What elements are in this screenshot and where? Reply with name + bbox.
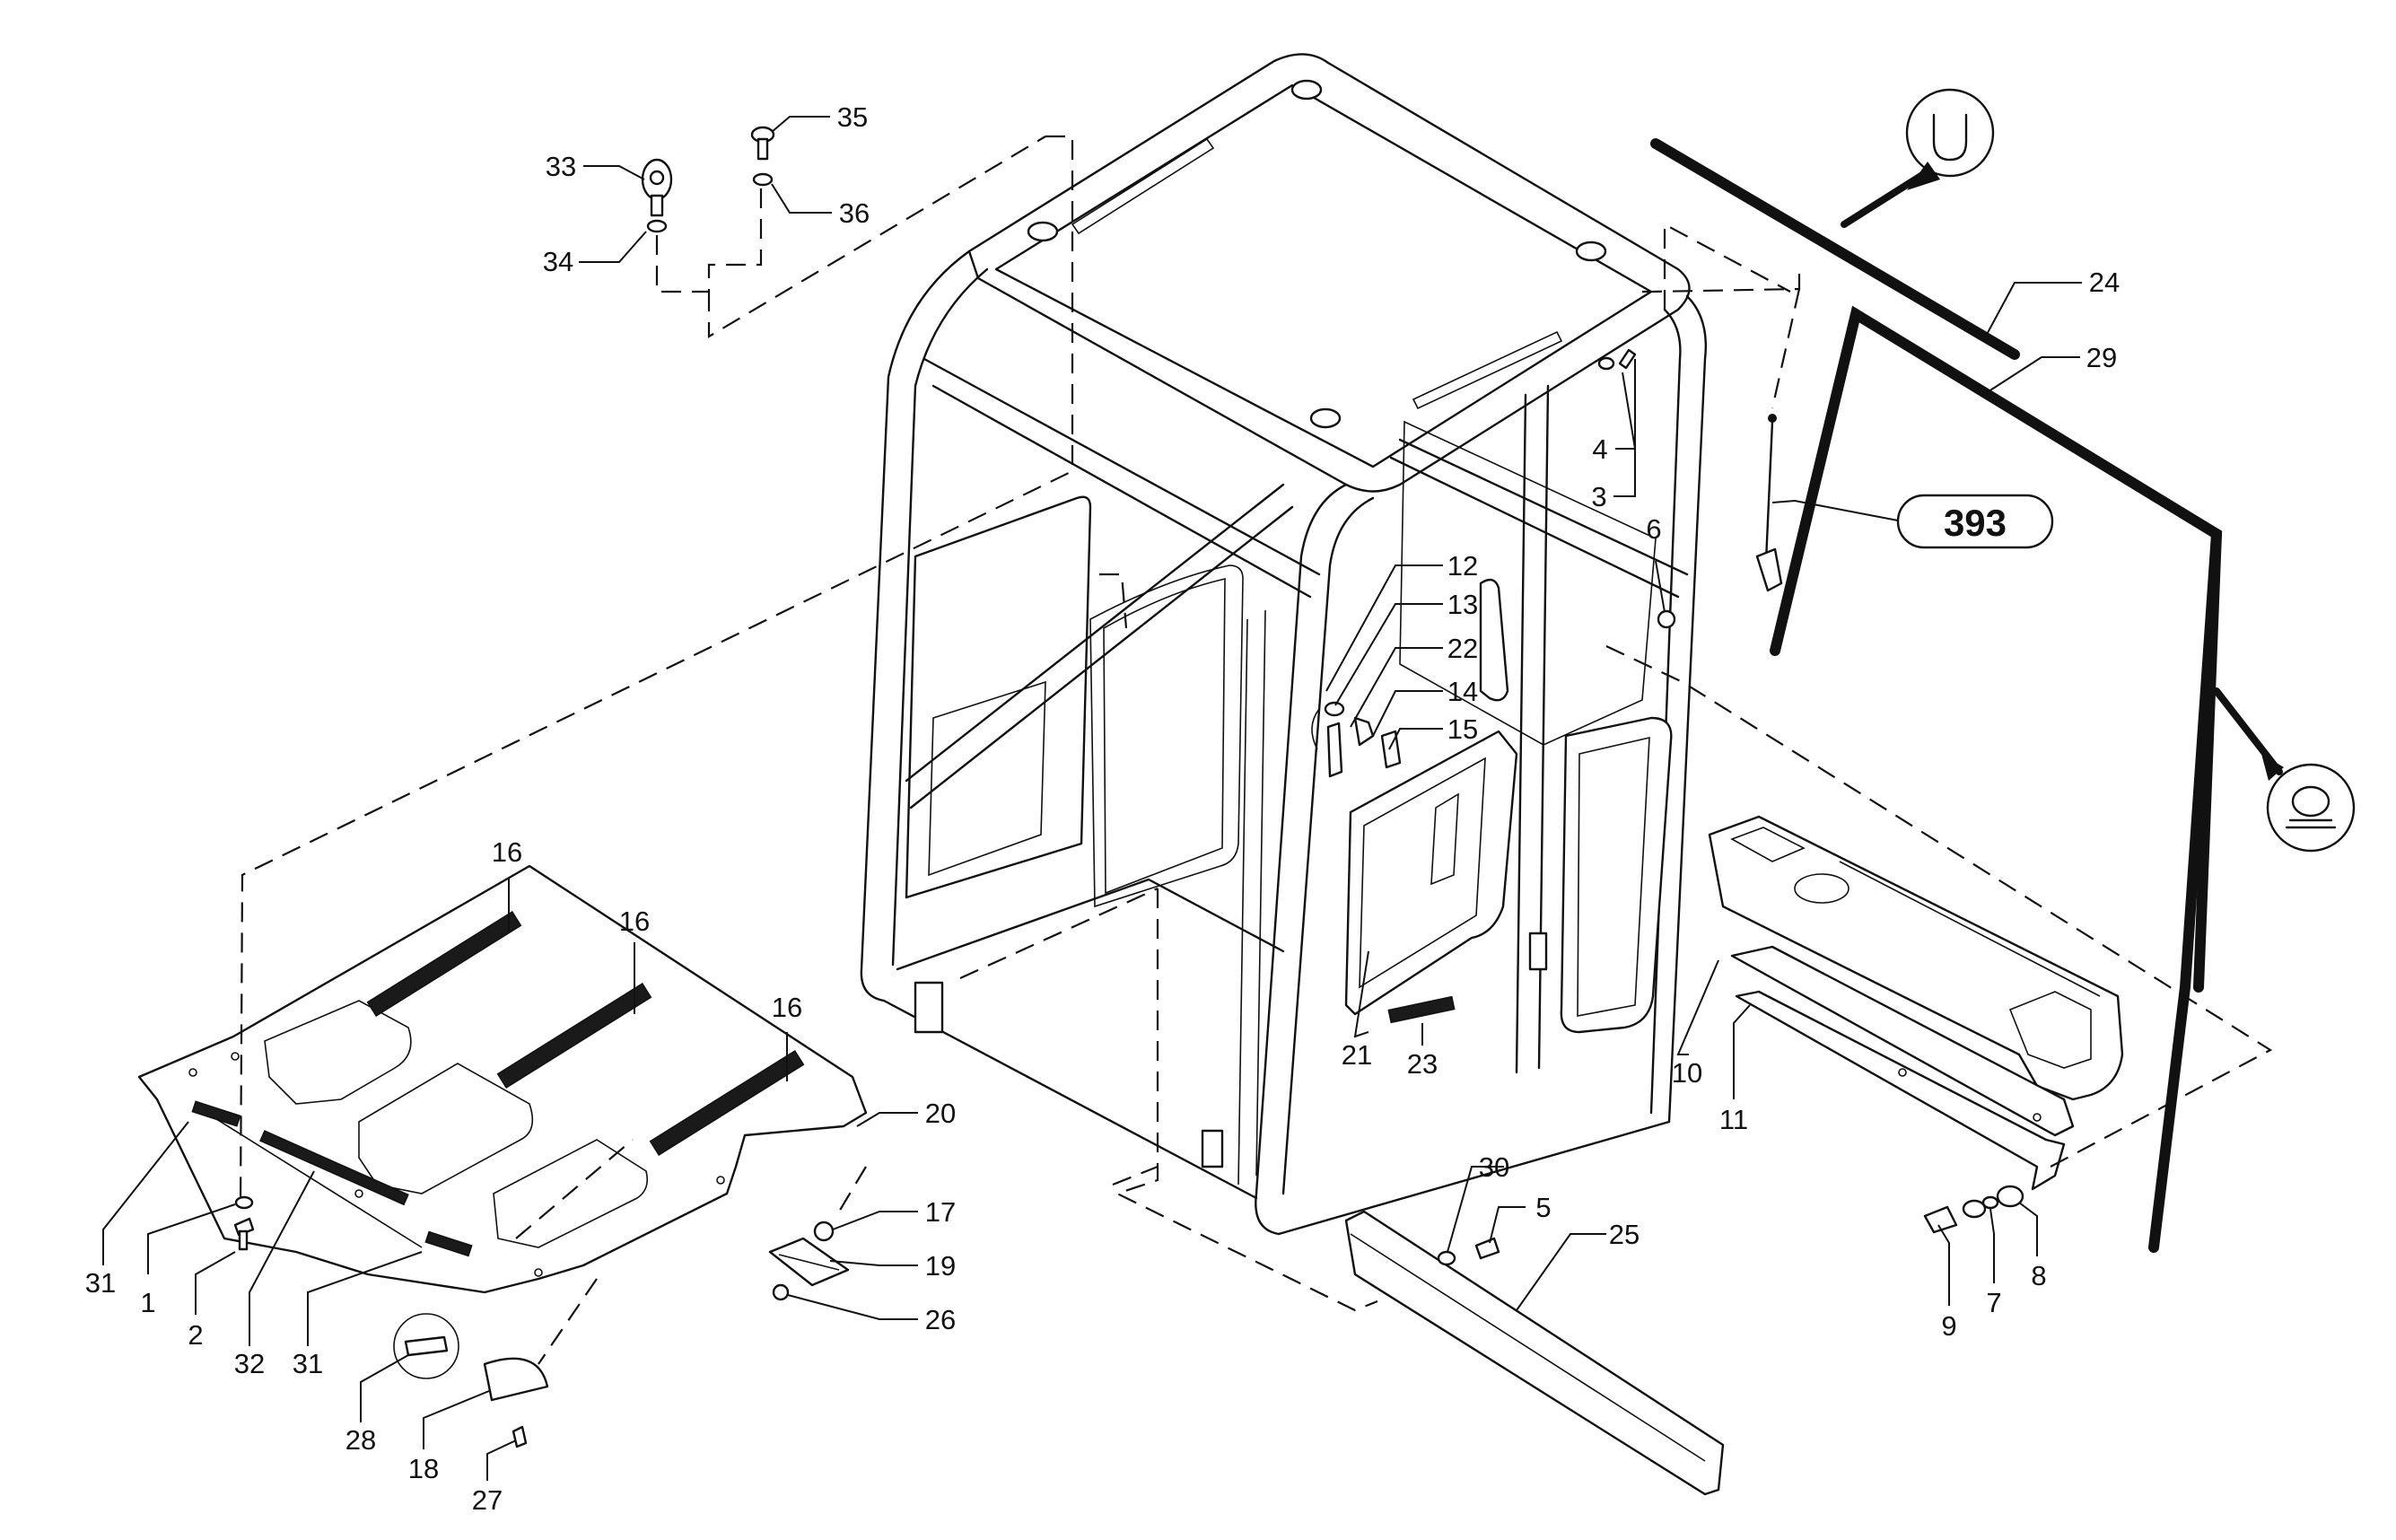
callout-17: 17 [925, 1196, 956, 1228]
reference-label: 393 [1944, 502, 2007, 544]
callout-20: 20 [925, 1098, 956, 1129]
door-panel [1344, 730, 1518, 1024]
callout-26: 26 [925, 1304, 956, 1335]
antenna [1755, 414, 1783, 592]
callout-31-b: 31 [293, 1348, 323, 1379]
callout-21: 21 [1342, 1039, 1372, 1071]
floor-mat [137, 864, 868, 1294]
callout-28: 28 [345, 1424, 376, 1456]
callout-12: 12 [1447, 550, 1478, 582]
lamp-symbol-icon [2213, 687, 2356, 853]
callout-16-b: 16 [619, 906, 650, 937]
callout-15: 15 [1447, 713, 1478, 745]
callout-16-c: 16 [772, 992, 802, 1023]
callout-30: 30 [1479, 1151, 1509, 1183]
reference-box[interactable] [1896, 494, 2054, 549]
hoses [1650, 138, 2223, 1253]
callout-9: 9 [1941, 1310, 1956, 1342]
callout-numbers: 33 34 35 36 24 29 4 3 6 12 13 22 14 15 2… [85, 101, 2120, 1516]
callout-18: 18 [408, 1453, 439, 1484]
callout-14: 14 [1447, 676, 1478, 707]
callout-34: 34 [543, 246, 573, 277]
callout-8: 8 [2031, 1260, 2046, 1291]
callout-22: 22 [1447, 633, 1478, 664]
callout-19: 19 [925, 1250, 956, 1282]
leader-lines [102, 116, 2082, 1481]
cab-frame [860, 53, 1707, 1236]
callout-4: 4 [1592, 433, 1607, 465]
callout-27: 27 [472, 1484, 503, 1516]
assembly-lines [239, 135, 2273, 1365]
callout-3: 3 [1591, 481, 1606, 512]
u-shape-symbol-icon [1841, 88, 1995, 228]
rail [1344, 1210, 1725, 1496]
callout-35: 35 [837, 101, 868, 133]
callout-23: 23 [1407, 1048, 1438, 1080]
callout-7: 7 [1986, 1287, 2001, 1318]
reference-393[interactable]: 393 [1896, 494, 2054, 549]
callout-5: 5 [1535, 1192, 1551, 1223]
callout-16-a: 16 [492, 836, 522, 868]
callout-25: 25 [1609, 1219, 1640, 1250]
callout-6: 6 [1646, 513, 1661, 545]
small-parts [233, 126, 2024, 1448]
callout-11: 11 [1719, 1104, 1748, 1135]
callout-24: 24 [2089, 267, 2120, 298]
callout-36: 36 [839, 197, 870, 229]
callout-13: 13 [1447, 589, 1478, 620]
callout-2: 2 [188, 1319, 203, 1351]
callout-33: 33 [546, 151, 576, 182]
callout-32: 32 [234, 1348, 265, 1379]
callout-1: 1 [140, 1287, 155, 1318]
callout-29: 29 [2086, 342, 2117, 373]
callout-31-a: 31 [85, 1267, 116, 1299]
side-console [1708, 815, 2124, 1191]
callout-10: 10 [1672, 1057, 1702, 1089]
